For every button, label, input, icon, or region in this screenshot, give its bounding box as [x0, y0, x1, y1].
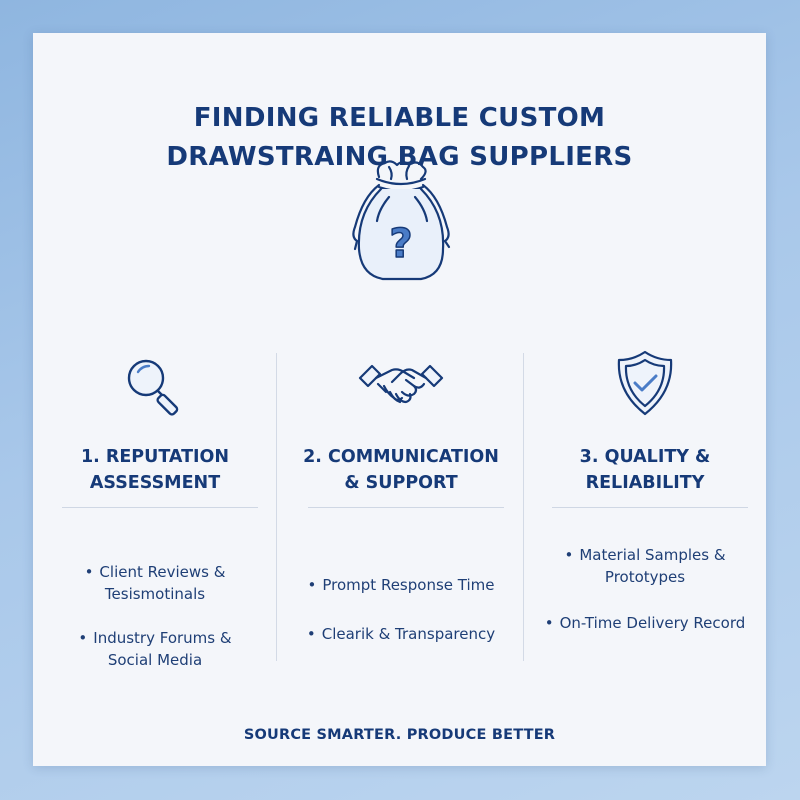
title-line-1: FINDING RELIABLE CUSTOM — [193, 103, 606, 133]
magnifier-icon — [40, 348, 270, 418]
column-divider — [523, 353, 524, 661]
bullet-list: •Client Reviews & Tesismotinals •Industr… — [40, 561, 270, 671]
drawstring-bag-question-icon: ? — [333, 157, 469, 287]
infographic-card: FINDING RELIABLE CUSTOM DRAWSTRAING BAG … — [33, 33, 766, 766]
list-item: •Material Samples & Prototypes — [564, 546, 726, 586]
heading-line-2: & SUPPORT — [344, 473, 458, 493]
page-title: FINDING RELIABLE CUSTOM DRAWSTRAING BAG … — [33, 99, 766, 177]
column-heading: 3. QUALITY & RELIABILITY — [530, 444, 760, 496]
question-glyph: ? — [389, 221, 412, 267]
heading-line-1: 1. REPUTATION — [80, 447, 230, 467]
heading-line-1: 2. COMMUNICATION — [303, 447, 499, 467]
column-heading: 2. COMMUNICATION & SUPPORT — [286, 444, 516, 496]
list-item: •Clearik & Transparency — [306, 625, 496, 643]
list-item: •Industry Forums & Social Media — [78, 629, 232, 669]
column-divider — [276, 353, 277, 661]
list-item: •Client Reviews & Tesismotinals — [84, 563, 226, 603]
column-heading: 1. REPUTATION ASSESSMENT — [40, 444, 270, 496]
bullet-list: •Prompt Response Time •Clearik & Transpa… — [286, 574, 516, 645]
list-item: •Prompt Response Time — [307, 576, 495, 594]
handshake-icon — [286, 348, 516, 418]
list-item: •On-Time Delivery Record — [544, 614, 746, 632]
bullet-list: •Material Samples & Prototypes •On-Time … — [530, 544, 760, 634]
heading-line-2: RELIABILITY — [585, 473, 705, 493]
title-line-2: DRAWSTRAING BAG SUPPLIERS — [166, 142, 633, 172]
heading-rule — [552, 507, 748, 508]
shield-check-icon — [530, 348, 760, 418]
heading-line-1: 3. QUALITY & — [579, 447, 711, 467]
heading-line-2: ASSESSMENT — [89, 473, 221, 493]
heading-rule — [308, 507, 504, 508]
footer-tagline: SOURCE SMARTER. PRODUCE BETTER — [243, 727, 556, 743]
heading-rule — [62, 507, 258, 508]
